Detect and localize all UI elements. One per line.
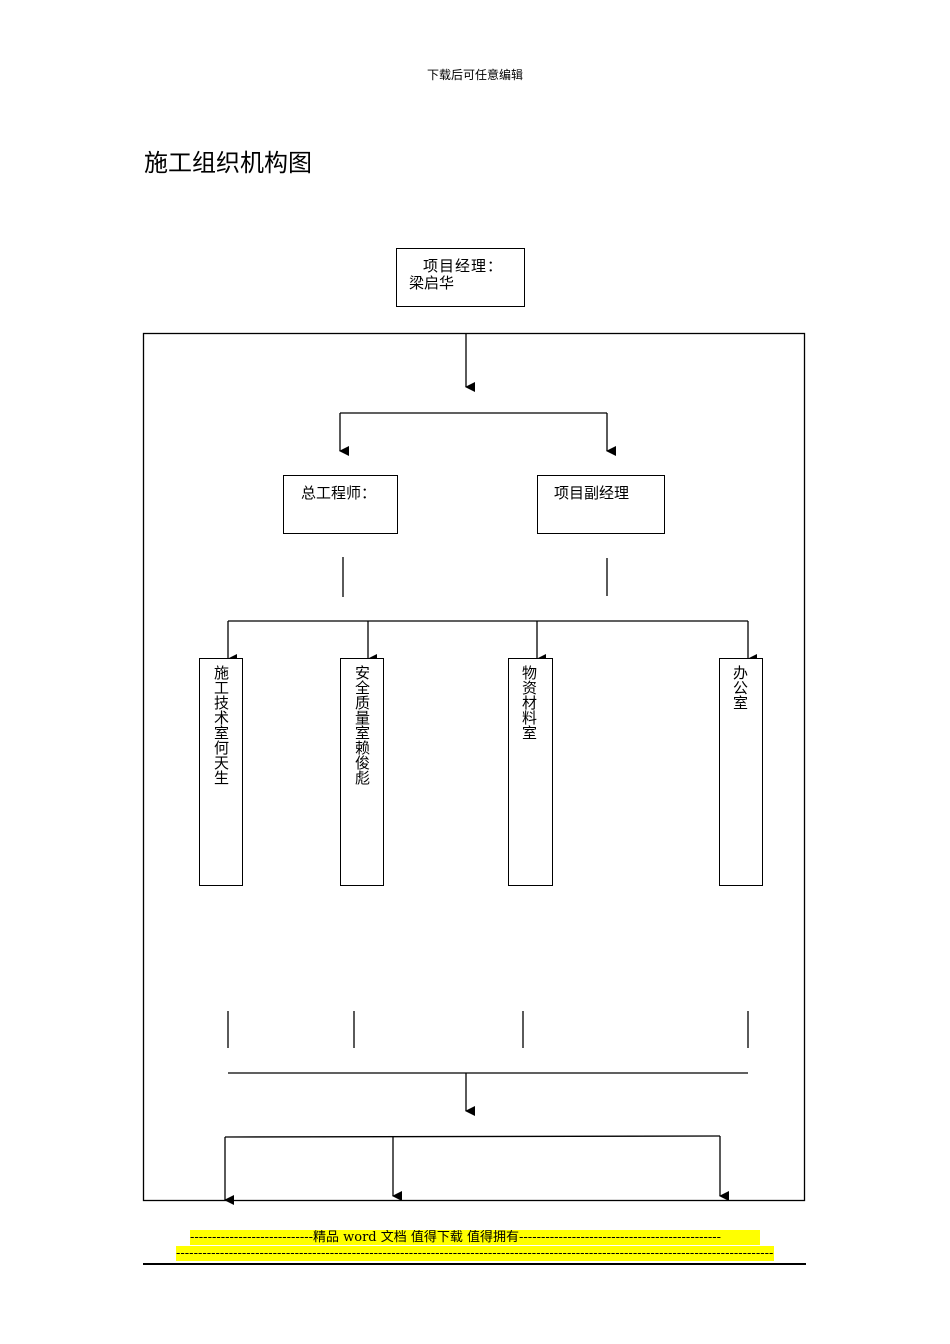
dept-box-construction-tech: 施工技术室何天生 xyxy=(199,658,243,886)
footer-rule xyxy=(143,1263,806,1265)
dept-label: 办公室 xyxy=(731,665,749,710)
connector-level5-bar xyxy=(224,1135,721,1138)
dept-box-safety-quality: 安全质量室赖俊彪 xyxy=(340,658,384,886)
dept-label: 物资材料室 xyxy=(520,665,538,740)
dept-box-office: 办公室 xyxy=(719,658,763,886)
dept-label: 施工技术室何天生 xyxy=(212,665,230,785)
dept-label: 安全质量室赖俊彪 xyxy=(353,665,371,785)
footer-banner-line2: ----------------------------------------… xyxy=(176,1246,774,1261)
footer-banner-line1: ----------------------------精品 word 文档 值… xyxy=(190,1230,760,1245)
chief-engineer-label: 总工程师： xyxy=(301,484,377,502)
page-header: 下载后可任意编辑 xyxy=(426,68,523,82)
page-title: 施工组织机构图 xyxy=(144,149,312,177)
manager-box: 项目经理： 梁启华 xyxy=(396,248,525,307)
deputy-manager-box: 项目副经理 xyxy=(537,475,665,534)
chief-engineer-box: 总工程师： xyxy=(283,475,398,534)
manager-role: 项目经理： xyxy=(423,257,504,275)
manager-name: 梁启华 xyxy=(409,274,455,292)
org-frame xyxy=(142,332,806,1202)
deputy-manager-label: 项目副经理 xyxy=(554,484,630,502)
dept-box-materials: 物资材料室 xyxy=(508,658,553,886)
